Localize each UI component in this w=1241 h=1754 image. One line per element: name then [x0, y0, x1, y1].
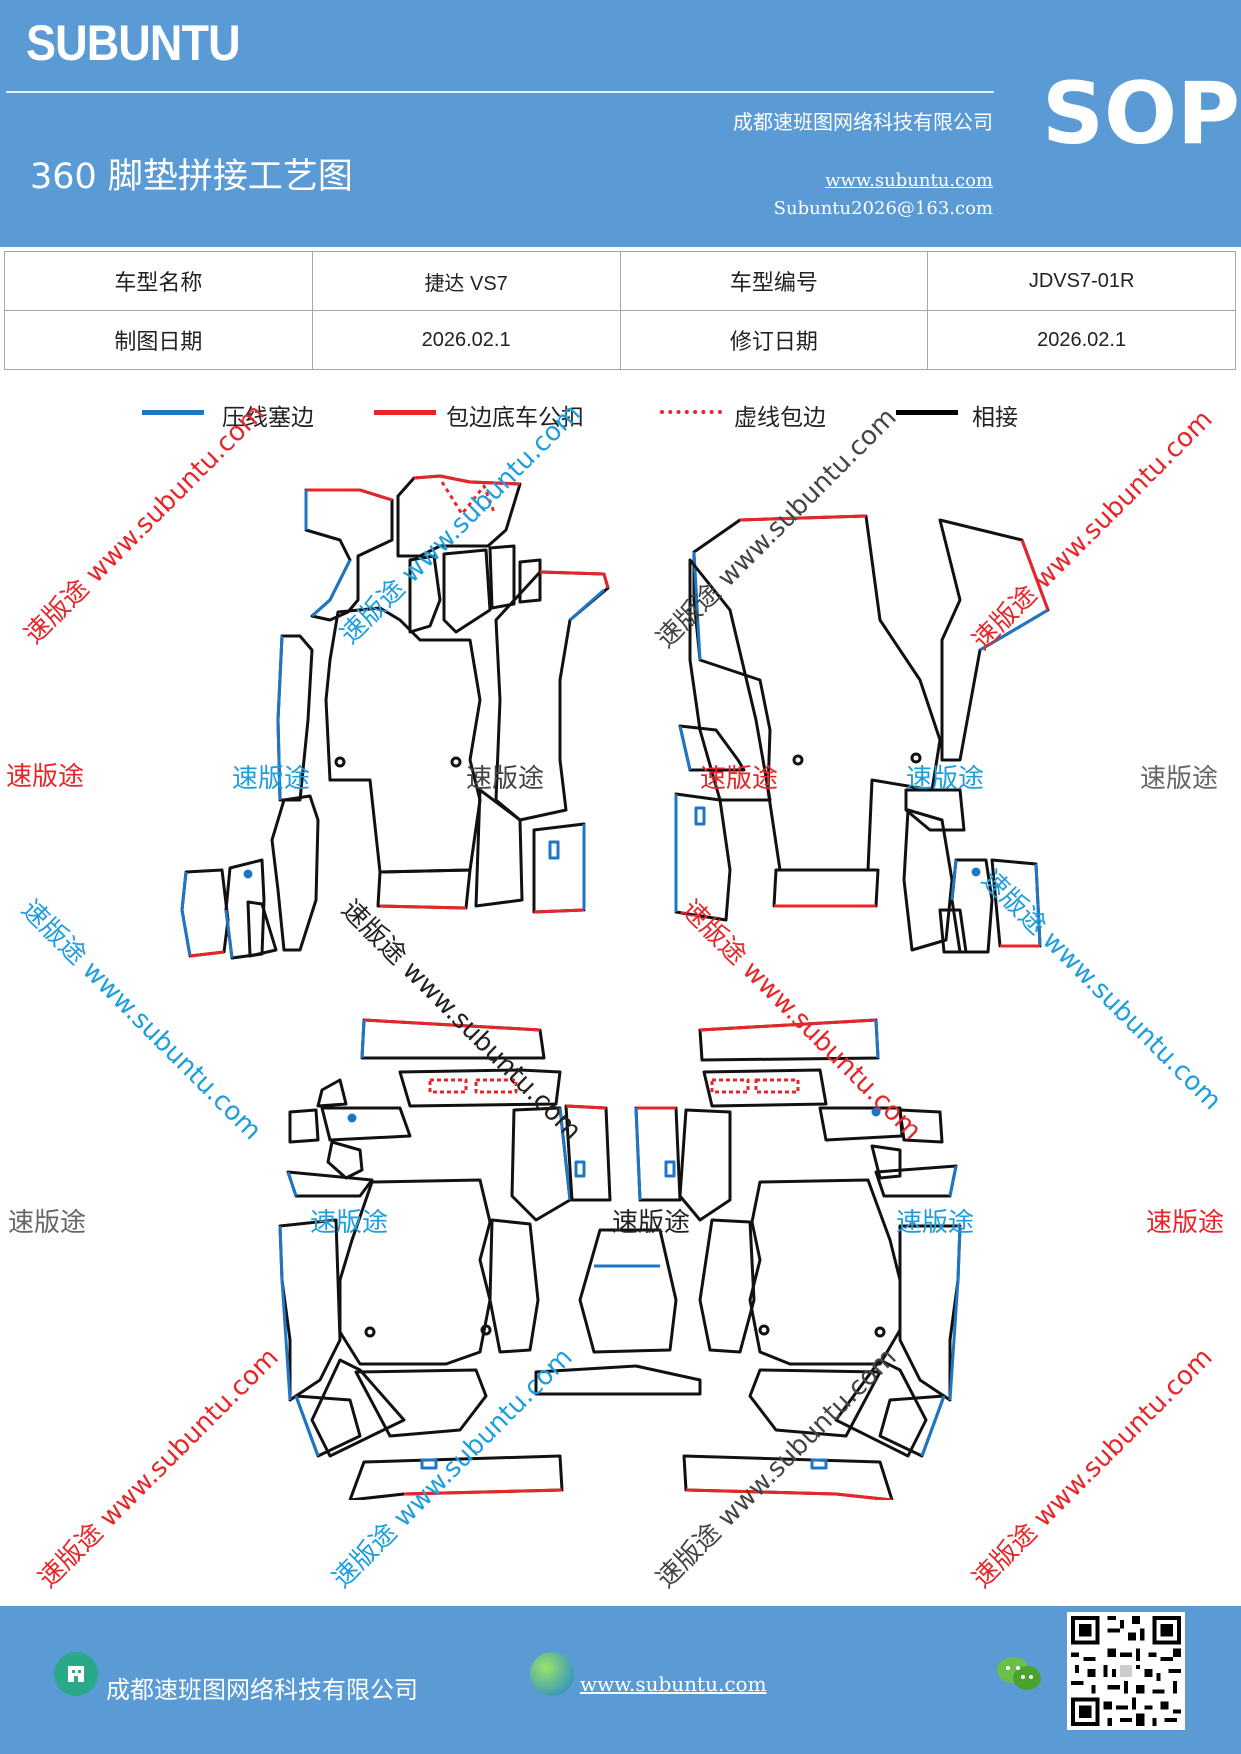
- company-name: 成都速班图网络科技有限公司: [733, 110, 993, 134]
- legend-label: 虚线包边: [734, 405, 826, 431]
- header-banner: SUBUNTU 360 脚垫拼接工艺图 成都速班图网络科技有限公司 www.su…: [0, 0, 1241, 247]
- legend-swatch-blue: [142, 410, 204, 415]
- watermark: 速版途: [906, 764, 985, 794]
- watermark: 速版途: [232, 764, 311, 794]
- legend-swatch-red: [374, 410, 436, 415]
- table-cell: JDVS7-01R: [927, 251, 1236, 311]
- watermark: 速版途: [612, 1208, 691, 1238]
- table-cell: 2026.02.1: [311, 310, 621, 370]
- legend: 压线塞边 包边底车公扣 虚线包边 相接: [0, 396, 1241, 432]
- page-title: 360 脚垫拼接工艺图: [30, 157, 353, 197]
- email-address: Subuntu2026@163.com: [773, 198, 993, 219]
- legend-swatch-black: [896, 410, 958, 415]
- table-cell: 捷达 VS7: [311, 251, 621, 311]
- globe-icon: [530, 1652, 574, 1696]
- table-cell: 修订日期: [619, 310, 929, 370]
- watermark: 速版途: [1146, 1208, 1225, 1238]
- table-cell: 2026.02.1: [927, 310, 1236, 370]
- watermark: 速版途: [896, 1208, 975, 1238]
- building-icon: [54, 1652, 98, 1696]
- doc-code: SOP: [1042, 64, 1241, 164]
- footer: 成都速班图网络科技有限公司 www.subuntu.com: [0, 1606, 1241, 1754]
- mat-group-top-left: [180, 474, 610, 960]
- table-cell: 车型名称: [4, 251, 313, 311]
- floor-mat-diagram: [180, 474, 1050, 1500]
- table-cell: 制图日期: [4, 310, 313, 370]
- mat-group-bottom-right: [634, 1018, 962, 1500]
- table-row: 车型名称 捷达 VS7 车型编号 JDVS7-01R: [4, 251, 1236, 311]
- table-row: 制图日期 2026.02.1 修订日期 2026.02.1: [4, 310, 1236, 370]
- watermark: 速版途: [1140, 764, 1219, 794]
- brand-logo: SUBUNTU: [26, 15, 241, 71]
- mat-group-top-right: [674, 514, 1050, 954]
- footer-website-link[interactable]: www.subuntu.com: [580, 1672, 767, 1696]
- website-link[interactable]: www.subuntu.com: [825, 170, 993, 191]
- mat-group-bottom-left: [278, 1018, 702, 1500]
- table-cell: 车型编号: [619, 251, 929, 311]
- watermark: 速版途: [310, 1208, 389, 1238]
- legend-label: 压线塞边: [222, 405, 314, 431]
- vehicle-info-table: 车型名称 捷达 VS7 车型编号 JDVS7-01R 制图日期 2026.02.…: [4, 251, 1236, 370]
- watermark: 速版途: [8, 1208, 87, 1238]
- legend-swatch-dotted: [660, 410, 722, 414]
- header-divider: [6, 91, 994, 93]
- footer-company: 成都速班图网络科技有限公司: [106, 1676, 418, 1704]
- wechat-icon: [996, 1654, 1042, 1698]
- watermark: 速版途: [6, 762, 85, 792]
- watermark: 速版途: [466, 764, 545, 794]
- qr-code: [1067, 1612, 1185, 1730]
- watermark: 速版途: [700, 764, 779, 794]
- legend-label: 相接: [972, 405, 1018, 431]
- legend-label: 包边底车公扣: [446, 405, 584, 431]
